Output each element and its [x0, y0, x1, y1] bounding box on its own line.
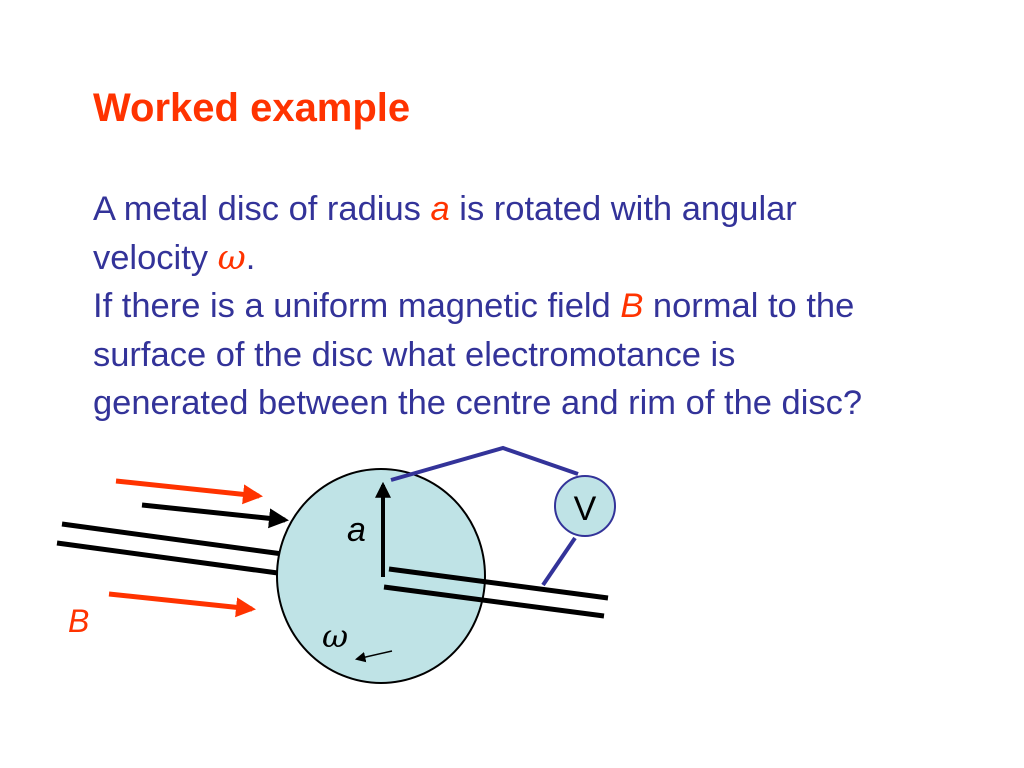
voltmeter-wire-bottom	[541, 536, 577, 587]
problem-line-2-start: velocity	[93, 238, 218, 277]
omega-variable: ω	[217, 237, 246, 278]
axis-direction-arrow	[141, 502, 289, 529]
problem-line-1-end: is rotated with angular	[449, 190, 797, 228]
disc-diagram: a ω V B	[56, 445, 616, 684]
field-label: B	[68, 603, 89, 639]
field-variable: B	[620, 287, 644, 325]
problem-text: A metal disc of radius a is rotated with…	[93, 185, 1013, 428]
problem-line-3-end: normal to the	[643, 287, 855, 325]
problem-line-3: If there is a uniform magnetic field B n…	[93, 282, 1013, 331]
radius-label: a	[347, 511, 366, 549]
field-arrow-bottom	[108, 591, 256, 618]
problem-line-2: velocity ω.	[93, 234, 1013, 283]
rotation-arrow	[354, 650, 393, 663]
angular-velocity-label: ω	[322, 617, 348, 655]
slide-title: Worked example	[93, 86, 411, 130]
problem-line-1: A metal disc of radius a is rotated with…	[93, 185, 1013, 234]
radius-variable: a	[430, 190, 450, 228]
problem-line-5: generated between the centre and rim of …	[93, 384, 863, 422]
voltmeter-label: V	[574, 490, 597, 528]
problem-line-3-start: If there is a uniform magnetic field	[93, 287, 621, 325]
axle-left	[56, 521, 291, 577]
problem-line-1-start: A metal disc of radius	[93, 190, 431, 228]
problem-line-4: surface of the disc what electromotance …	[93, 335, 736, 374]
voltmeter	[554, 475, 616, 537]
problem-line-2-end: .	[245, 238, 256, 277]
field-arrow-top	[115, 478, 263, 505]
axle-right	[383, 566, 609, 619]
voltmeter-wire-top	[390, 445, 579, 482]
